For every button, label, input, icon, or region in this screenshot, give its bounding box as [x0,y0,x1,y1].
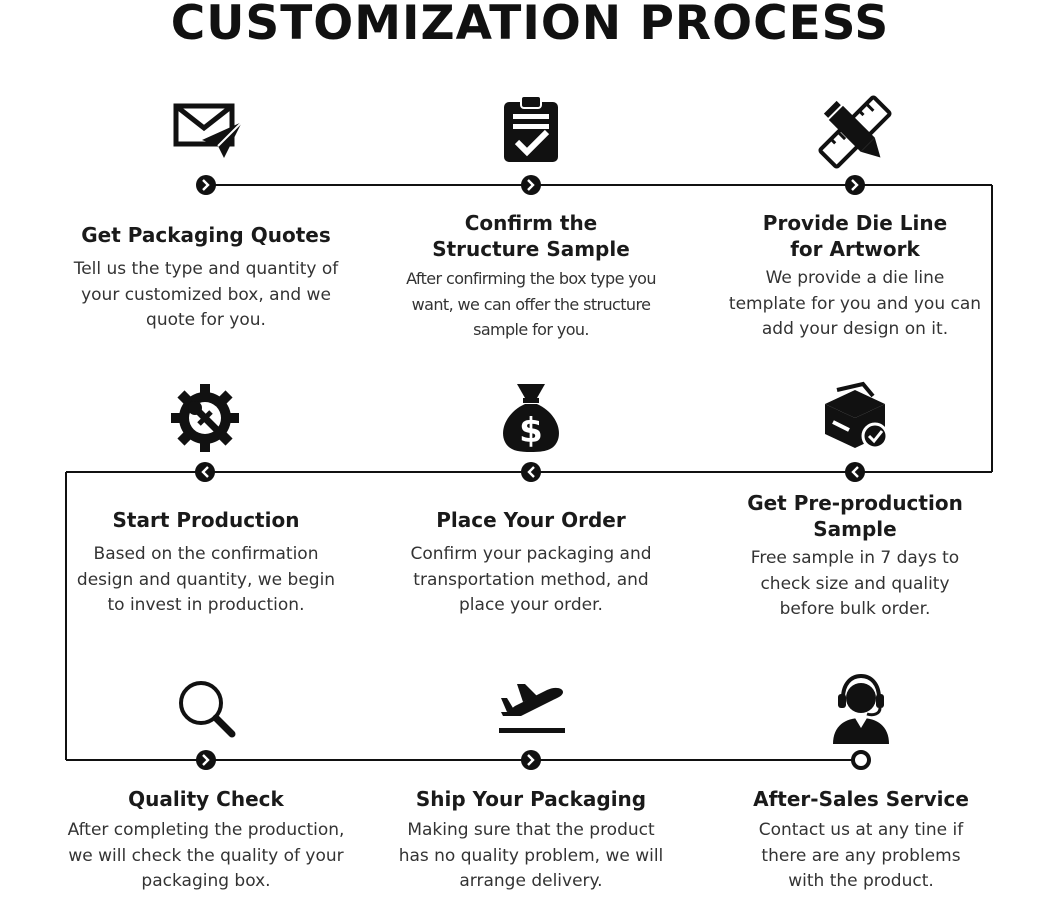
pencil-ruler-icon [818,95,892,169]
step-description: After completing the production, we will… [67,820,345,891]
step-title: Get Pre-production Sample [747,491,963,541]
envelope-paper-plane-icon [173,103,243,158]
clipboard-check-icon [504,95,558,162]
flow-node-step-6 [195,462,215,482]
step-title: Quality Check [128,787,284,811]
step-title: Place Your Order [436,508,626,532]
step-confirm-structure-sample: Confirm the Structure Sample After confi… [371,210,691,343]
step-description: Based on the confirmation design and qua… [76,544,336,615]
money-bag-icon: $ [503,384,559,452]
flow-node-step-4 [845,462,865,482]
step-description: Confirm your packaging and transportatio… [410,544,652,615]
magnifier-icon [179,681,236,738]
step-get-packaging-quotes: Get Packaging Quotes Tell us the type an… [46,222,366,334]
step-title: Provide Die Line for Artwork [762,211,948,261]
flow-node-step-1 [196,175,216,195]
step-get-pre-production-sample: Get Pre-production Sample Free sample in… [695,490,1015,623]
flow-node-step-5 [521,462,541,482]
step-title: Confirm the Structure Sample [432,211,630,261]
printer-check-icon [825,381,889,450]
headset-support-icon [833,673,889,744]
step-description: Free sample in 7 days to check size and … [750,548,960,619]
step-title: Start Production [112,508,300,532]
step-description: Tell us the type and quantity of your cu… [73,259,339,330]
step-after-sales-service: After-Sales Service Contact us at any ti… [701,786,1021,895]
step-place-your-order: Place Your Order Confirm your packaging … [371,507,691,619]
flow-node-step-9 [851,750,871,770]
step-description: Contact us at any tine if there are any … [758,820,964,891]
step-start-production: Start Production Based on the confirmati… [46,507,366,619]
step-description: After confirming the box type you want, … [406,269,656,339]
step-ship-your-packaging: Ship Your Packaging Making sure that the… [371,786,691,895]
svg-text:$: $ [519,411,543,451]
airplane-takeoff-icon [499,684,565,733]
step-quality-check: Quality Check After completing the produ… [46,786,366,895]
gear-wrench-icon [171,384,239,452]
step-description: We provide a die line template for you a… [728,268,982,339]
step-title: Ship Your Packaging [415,787,647,811]
flow-node-step-2 [521,175,541,195]
flow-node-step-7 [196,750,216,770]
flow-node-step-8 [521,750,541,770]
page-title: CUSTOMIZATION PROCESS [170,0,890,51]
step-provide-die-line: Provide Die Line for Artwork We provide … [695,210,1015,343]
step-title: Get Packaging Quotes [81,223,331,247]
flow-node-step-3 [845,175,865,195]
step-title: After-Sales Service [753,787,969,811]
step-description: Making sure that the product has no qual… [398,820,664,891]
